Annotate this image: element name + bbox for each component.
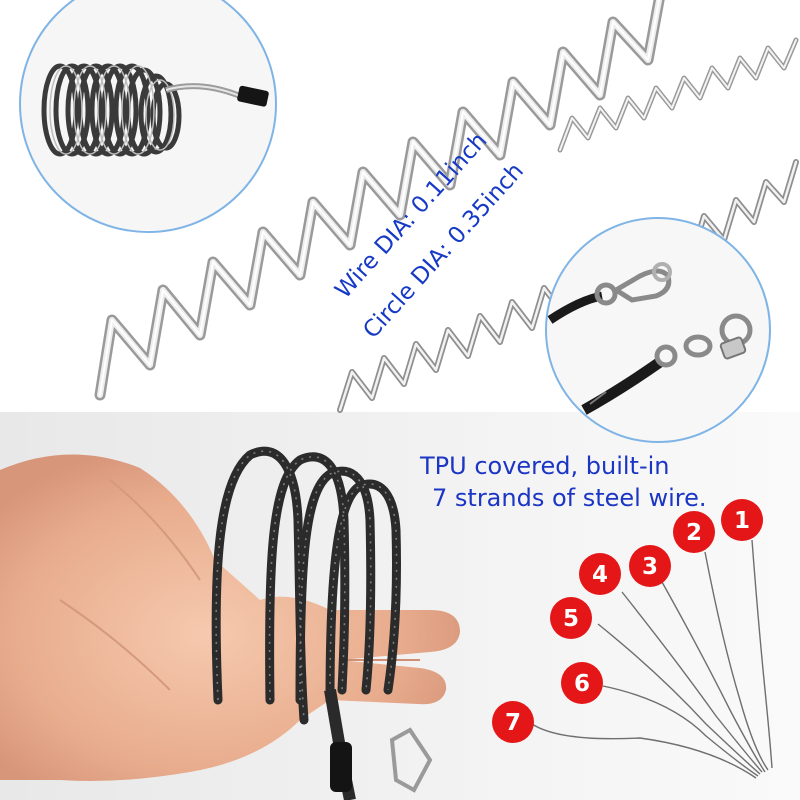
strand-badge-6: 6 [561, 662, 603, 704]
large-coil [94, 0, 665, 401]
steel-strands [531, 539, 773, 779]
hand [0, 454, 460, 781]
svg-text:5: 5 [563, 606, 579, 632]
svg-text:4: 4 [592, 562, 608, 588]
strand-badge-1: 1 [721, 499, 763, 541]
svg-text:6: 6 [574, 671, 590, 697]
coil-closeup-inset [19, 0, 277, 233]
svg-text:7: 7 [505, 710, 521, 736]
tpu-caption-line-1: TPU covered, built-in [420, 452, 670, 480]
svg-text:1: 1 [734, 508, 750, 534]
strand-badge-5: 5 [550, 597, 592, 639]
svg-text:3: 3 [642, 554, 658, 580]
tpu-caption-line-2: 7 strands of steel wire. [432, 484, 707, 512]
strand-badge-2: 2 [673, 511, 715, 553]
strand-badge-7: 7 [492, 701, 534, 743]
clasp-closeup-inset [545, 217, 771, 443]
strand-badge-4: 4 [579, 553, 621, 595]
black-coil-bundle [211, 446, 433, 800]
strand-badge-3: 3 [629, 545, 671, 587]
svg-text:2: 2 [686, 520, 702, 546]
